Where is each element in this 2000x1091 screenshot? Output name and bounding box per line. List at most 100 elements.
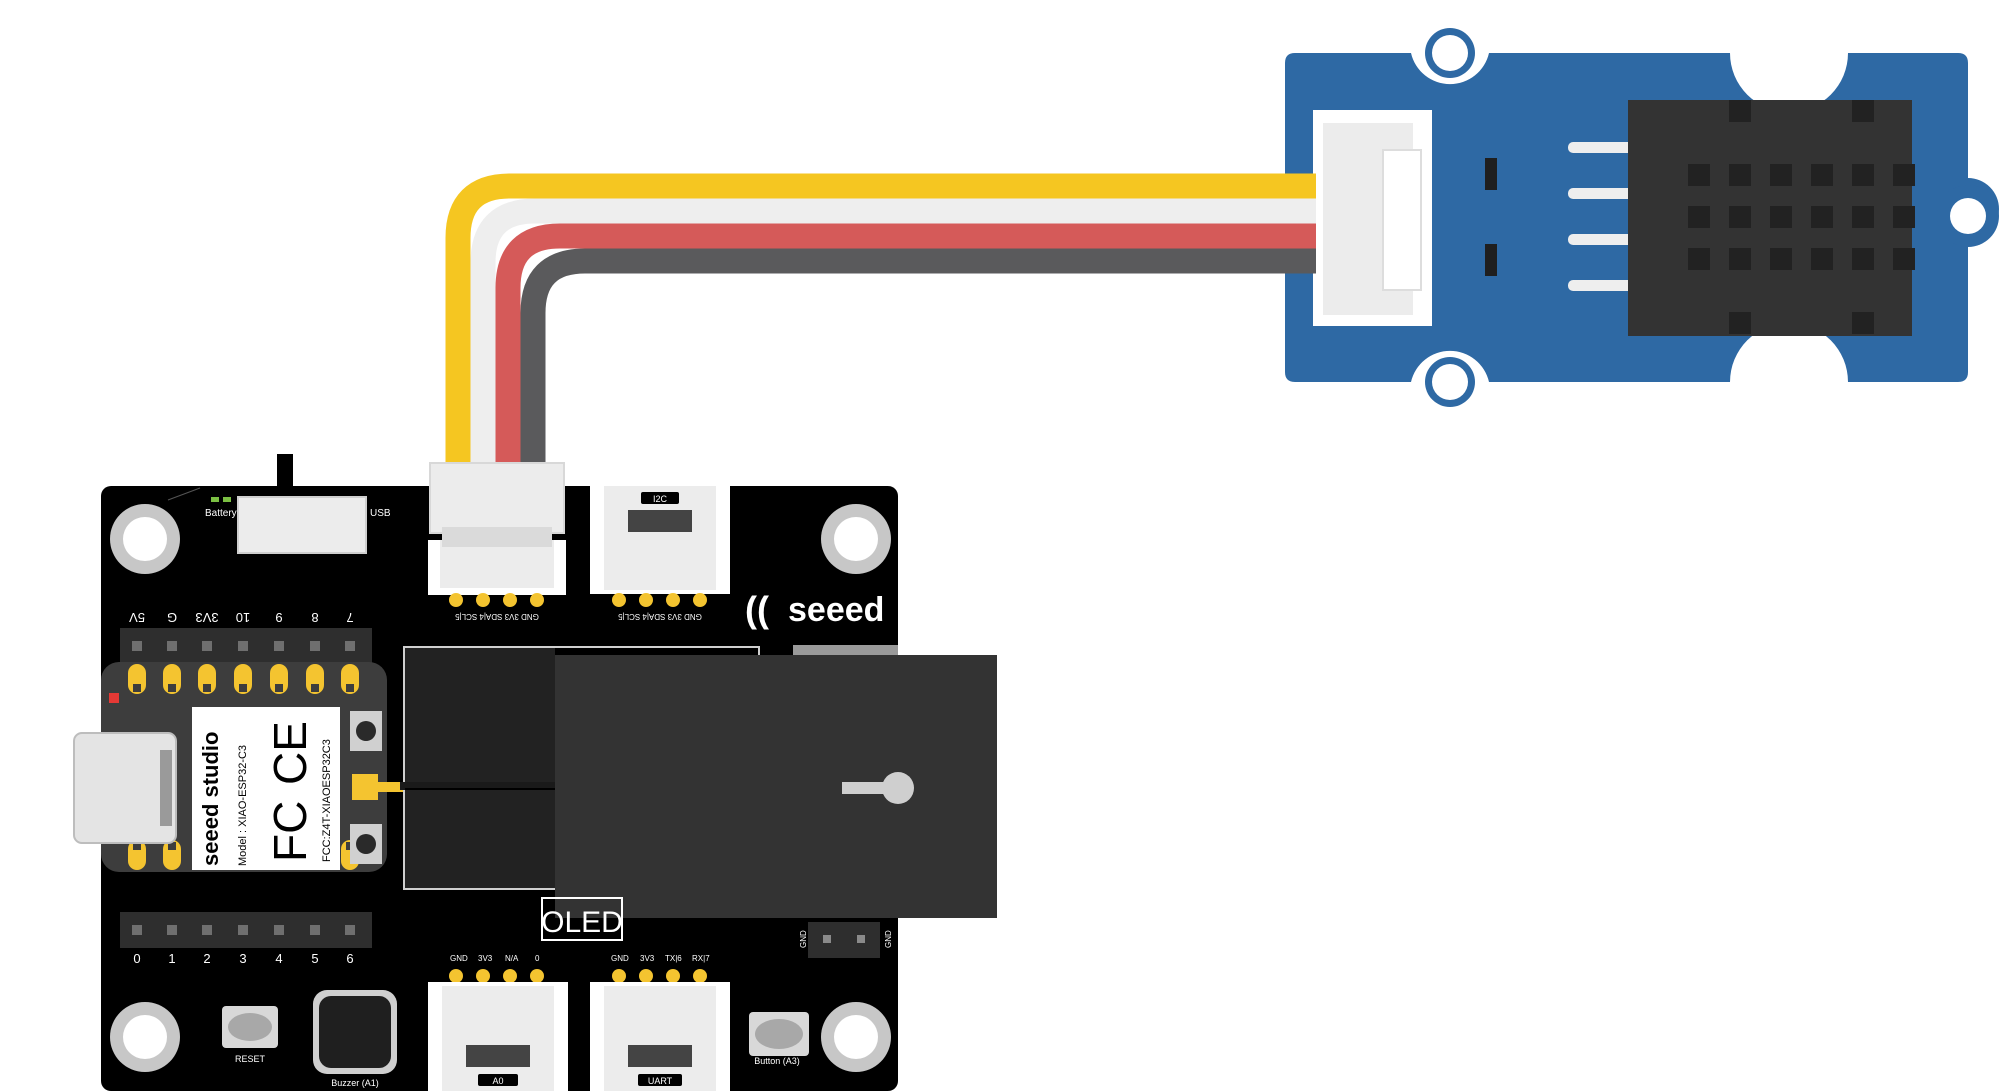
- grille-hole: [1729, 312, 1751, 334]
- grove-port-i2c-empty: I2C GND 3V3 SDA|4 SCL|5: [590, 486, 730, 621]
- header-pin: [238, 925, 248, 935]
- top-pin-label: 9: [275, 610, 282, 625]
- wire-black: [520, 248, 1316, 468]
- grille-hole: [1852, 206, 1874, 228]
- header-pin: [202, 641, 212, 651]
- xiao-brand: seeed studio: [198, 732, 223, 866]
- gnd-label-right: GND: [884, 930, 893, 948]
- oled-label: OLED: [541, 906, 623, 939]
- grove-cable-plug: [429, 462, 565, 534]
- xiao-model: Model : XIAO-ESP32-C3: [237, 745, 249, 866]
- grille-hole: [1770, 206, 1792, 228]
- grille-hole: [1729, 100, 1751, 122]
- bottom-pin-label: 3: [239, 951, 246, 966]
- wire-white: [470, 198, 1316, 468]
- top-pin-label: 7: [346, 610, 353, 625]
- grille-hole: [1688, 164, 1710, 186]
- buzzer: [313, 990, 397, 1074]
- header-pin: [345, 925, 355, 935]
- sensor-grille: [1688, 100, 1915, 334]
- a0-port-pins: GND 3V3 N/A 0: [450, 954, 540, 963]
- xiao-fc-mark: FC: [264, 801, 316, 862]
- status-led: [109, 693, 119, 703]
- top-pin-label: 10: [236, 610, 250, 625]
- reset-label: RESET: [235, 1054, 266, 1064]
- wire-red: [495, 223, 1316, 468]
- grille-hole: [1729, 248, 1751, 270]
- header-pin: [202, 925, 212, 935]
- i2c-port-1-pins: GND 3V3 SDA|4 SCL|5: [455, 612, 539, 621]
- grille-hole: [1852, 312, 1874, 334]
- grove-cable: [445, 173, 1316, 468]
- button-label: Button (A3): [754, 1056, 800, 1066]
- xiao-pad: [163, 664, 181, 694]
- xiao-pad: [128, 664, 146, 694]
- top-pin-label: 5V: [129, 610, 145, 625]
- top-pin-label: 8: [311, 610, 318, 625]
- a0-port-label: A0: [492, 1076, 503, 1086]
- top-header-pins: [120, 628, 372, 664]
- uart-port-label: UART: [648, 1076, 673, 1086]
- oled-display: [555, 655, 997, 918]
- expansion-board: Battery USB GND 3V3 SDA|4 SCL|5 I2C GND …: [73, 454, 997, 1091]
- grille-hole: [1688, 206, 1710, 228]
- grove-sensor-module: [1285, 28, 1999, 407]
- bottom-pin-label: 6: [346, 951, 353, 966]
- xiao-pad: [341, 664, 359, 694]
- gnd-label-left: GND: [799, 930, 808, 948]
- grille-hole: [1770, 164, 1792, 186]
- grove-port-uart: GND 3V3 TX|6 RX|7 UART: [590, 954, 730, 1091]
- xiao-pad: [270, 664, 288, 694]
- grille-hole: [1729, 206, 1751, 228]
- grille-hole: [1852, 164, 1874, 186]
- grille-hole: [1688, 248, 1710, 270]
- grille-hole: [1729, 164, 1751, 186]
- header-pin: [132, 925, 142, 935]
- usb-c-port[interactable]: [73, 732, 177, 844]
- board-mount-holes: [110, 504, 891, 1072]
- xiao-label-sticker: [192, 707, 340, 870]
- xiao-pad: [163, 840, 181, 870]
- header-pin: [310, 925, 320, 935]
- grille-hole: [1770, 248, 1792, 270]
- grille-hole: [1893, 206, 1915, 228]
- wire-yellow: [445, 173, 1316, 468]
- grille-hole: [1852, 248, 1874, 270]
- user-button-a3[interactable]: [749, 1012, 809, 1056]
- header-pin: [167, 641, 177, 651]
- header-pin: [310, 641, 320, 651]
- bottom-header-pins: [120, 912, 372, 948]
- grille-hole: [1811, 164, 1833, 186]
- bottom-pin-label: 2: [203, 951, 210, 966]
- reset-button[interactable]: [222, 1006, 278, 1048]
- xiao-ce-mark: CE: [264, 721, 316, 785]
- power-switch[interactable]: [237, 496, 367, 554]
- hole-icon: [1432, 35, 1468, 71]
- seeed-logo-icon: ((: [745, 589, 769, 630]
- hole-icon: [1950, 198, 1986, 234]
- top-pin-label: 3V3: [195, 610, 218, 625]
- xiao-pad: [198, 664, 216, 694]
- xiao-fcc-id: FCC:Z4T-XIAOESP32C3: [321, 739, 333, 862]
- grove-port-a0: GND 3V3 N/A 0 A0: [428, 954, 568, 1091]
- hole-icon: [1432, 364, 1468, 400]
- xiao-pad: [234, 664, 252, 694]
- header-pin: [238, 641, 248, 651]
- header-pin: [274, 925, 284, 935]
- antenna-tip: [882, 772, 914, 804]
- buzzer-label: Buzzer (A1): [331, 1078, 379, 1088]
- bottom-pin-label: 0: [133, 951, 140, 966]
- grove-port-i2c-connected: GND 3V3 SDA|4 SCL|5: [428, 540, 566, 621]
- board-brand: seeed: [788, 591, 884, 629]
- uart-port-pins: GND 3V3 TX|6 RX|7: [611, 954, 710, 963]
- grille-hole: [1811, 248, 1833, 270]
- header-pin: [167, 925, 177, 935]
- grille-hole: [1852, 100, 1874, 122]
- power-switch-lever[interactable]: [277, 454, 293, 490]
- switch-label-battery: Battery: [205, 508, 237, 519]
- header-pin: [132, 641, 142, 651]
- grille-hole: [1893, 164, 1915, 186]
- bottom-pin-label: 5: [311, 951, 318, 966]
